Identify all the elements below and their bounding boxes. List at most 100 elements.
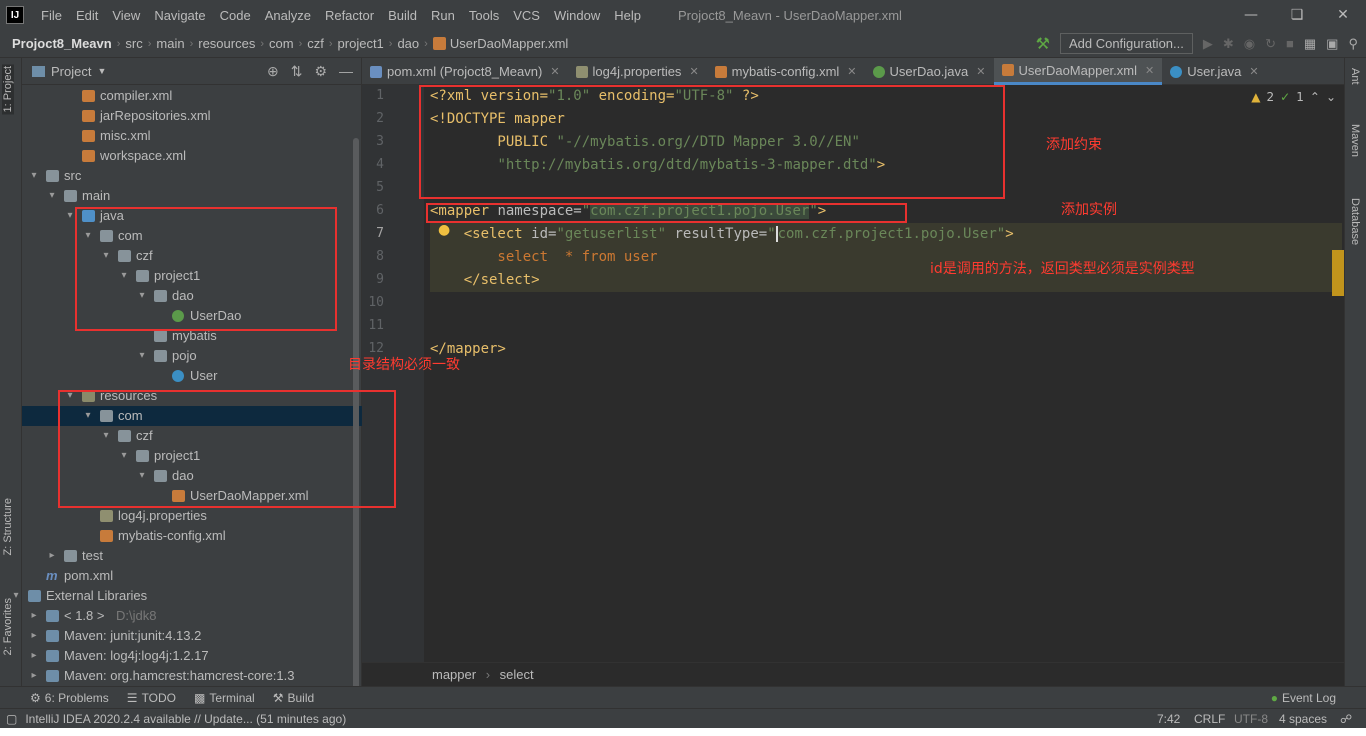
breadcrumb-file[interactable]: UserDaoMapper.xml [449,36,569,51]
tree-row[interactable]: ▾main [22,186,362,206]
breadcrumb-resources[interactable]: resources [198,36,256,51]
chevron-down-icon[interactable]: ▾ [85,230,91,241]
code-line-6[interactable]: <mapper namespace="com.czf.project1.pojo… [430,200,826,223]
chevron-down-icon[interactable]: ▾ [139,290,145,301]
hide-icon[interactable]: — [339,63,353,79]
terminal-tab[interactable]: ▩Terminal [194,691,255,705]
build-tab[interactable]: ⚒Build [273,691,314,705]
tree-row[interactable]: mybatis [22,326,362,346]
menu-refactor[interactable]: Refactor [324,7,375,23]
breadcrumb-src[interactable]: src [125,36,143,51]
restore-icon[interactable]: ❏ [1290,7,1304,23]
breadcrumb-czf[interactable]: czf [307,36,324,51]
close-tab-icon[interactable]: ✕ [847,66,857,78]
menu-help[interactable]: Help [614,7,641,23]
breadcrumb-select[interactable]: select [499,667,534,682]
breadcrumb-project[interactable]: Projoct8_Meavn [12,36,112,51]
tree-row[interactable]: ▸Maven: org.hamcrest:hamcrest-core:1.3 [22,666,362,686]
close-tab-icon[interactable]: ✕ [1145,64,1155,77]
menu-build[interactable]: Build [388,7,418,23]
breadcrumb-dao[interactable]: dao [397,36,420,51]
todo-tab[interactable]: ☰TODO [127,691,176,705]
ant-tool-tab[interactable]: Ant [1349,68,1361,85]
build-hammer-icon[interactable]: ⚒ [1035,35,1050,53]
indent-setting[interactable]: 4 spaces [1279,711,1328,726]
menu-edit[interactable]: Edit [75,7,99,23]
chevron-right-icon[interactable]: ▸ [49,550,55,561]
tab-3[interactable]: UserDao.java✕ [865,58,994,85]
code-line-3[interactable]: PUBLIC "-//mybatis.org//DTD Mapper 3.0//… [430,131,859,154]
tree-row[interactable]: ▾dao [22,286,362,306]
tree-row[interactable]: ▸< 1.8 >D:\jdk8 [22,606,362,626]
menu-view[interactable]: View [112,7,141,23]
debug-icon[interactable]: ✱ [1222,35,1234,51]
chevron-down-icon[interactable]: ▾ [121,450,127,461]
chevron-down-icon[interactable]: ▾ [121,270,127,281]
tree-scrollbar[interactable] [353,138,359,708]
chevron-right-icon[interactable]: ▸ [31,630,37,641]
chevron-down-icon[interactable]: ▾ [139,350,145,361]
tree-row[interactable]: ▾czf [22,426,362,446]
chevron-down-icon[interactable]: ▼ [97,66,107,76]
tab-4[interactable]: UserDaoMapper.xml✕ [993,58,1163,85]
project-panel-title[interactable]: Project [51,63,92,79]
menu-tools[interactable]: Tools [468,7,500,23]
chevron-right-icon[interactable]: ▸ [31,650,37,661]
chevron-down-icon[interactable]: ▾ [103,250,109,261]
structure-tool-tab[interactable]: Z: Structure [2,498,14,556]
problems-tab[interactable]: ⚙6: Problems [30,691,109,705]
tree-row[interactable]: UserDao [22,306,362,326]
tree-row[interactable]: log4j.properties [22,506,362,526]
breadcrumb-main[interactable]: main [156,36,185,51]
coverage-icon[interactable]: ◉ [1243,35,1256,51]
code-line-8[interactable]: select * from user [430,246,657,269]
code-line-9[interactable]: </select> [430,269,540,292]
code-line-7[interactable]: <select id="getuserlist" resultType="com… [430,223,1014,246]
menu-run[interactable]: Run [431,7,455,23]
panel-toggle-icon[interactable]: ▢ [6,711,18,726]
caret-position[interactable]: 7:42 [1157,711,1181,726]
chevron-down-icon[interactable]: ▾ [31,170,37,181]
tree-row[interactable]: ▾java [22,206,362,226]
chevron-down-icon[interactable]: ▾ [85,410,91,421]
breadcrumb-project1[interactable]: project1 [337,36,384,51]
favorites-tool-tab[interactable]: 2: Favorites [2,598,14,656]
menu-window[interactable]: Window [553,7,601,23]
line-separator[interactable]: CRLF [1194,711,1226,726]
code-line-2[interactable]: <!DOCTYPE mapper [430,108,565,131]
code-line-1[interactable]: <?xml version="1.0" encoding="UTF-8" ?> [430,85,759,108]
tree-row[interactable]: ▾project1 [22,266,362,286]
run-icon[interactable]: ▶ [1202,35,1213,51]
maven-tool-tab[interactable]: Maven [1349,124,1361,158]
inspection-widget[interactable]: ▲2 ✓1 ⌃ ⌄ [1251,90,1336,104]
tree-row[interactable]: jarRepositories.xml [22,106,362,126]
tree-row[interactable]: ▾com [22,226,362,246]
tree-row[interactable]: compiler.xml [22,86,362,106]
stop-icon[interactable]: ■ [1286,36,1294,51]
tree-row[interactable]: workspace.xml [22,146,362,166]
event-log-tab[interactable]: ●Event Log [1271,691,1336,705]
chevron-right-icon[interactable]: ▸ [31,610,37,621]
menu-analyze[interactable]: Analyze [264,7,311,23]
chevron-down-icon[interactable]: ▾ [103,430,109,441]
tree-row[interactable]: ▾src [22,166,362,186]
project-panel-header[interactable]: Project ▼ ⊕ ⇅ ⚙ — [22,58,361,85]
layout-icon[interactable]: ▣ [1326,35,1339,51]
menu-file[interactable]: File [41,7,62,23]
close-tab-icon[interactable]: ✕ [689,66,699,78]
profile-icon[interactable]: ↻ [1265,35,1277,51]
tree-row[interactable]: ▸Maven: log4j:log4j:1.2.17 [22,646,362,666]
menu-vcs[interactable]: VCS [513,7,540,23]
chevron-right-icon[interactable]: ▸ [31,670,37,681]
close-tab-icon[interactable]: ✕ [976,66,986,78]
add-configuration-button[interactable]: Add Configuration... [1059,33,1193,54]
tree-row[interactable]: ▸test [22,546,362,566]
tree-row[interactable]: ▾pojo [22,346,362,366]
tree-row[interactable]: ▾czf [22,246,362,266]
tree-row[interactable]: mybatis-config.xml [22,526,362,546]
file-encoding[interactable]: UTF-8 [1234,711,1268,726]
tree-row[interactable]: ▾project1 [22,446,362,466]
tree-row[interactable]: ▾com [22,406,362,426]
